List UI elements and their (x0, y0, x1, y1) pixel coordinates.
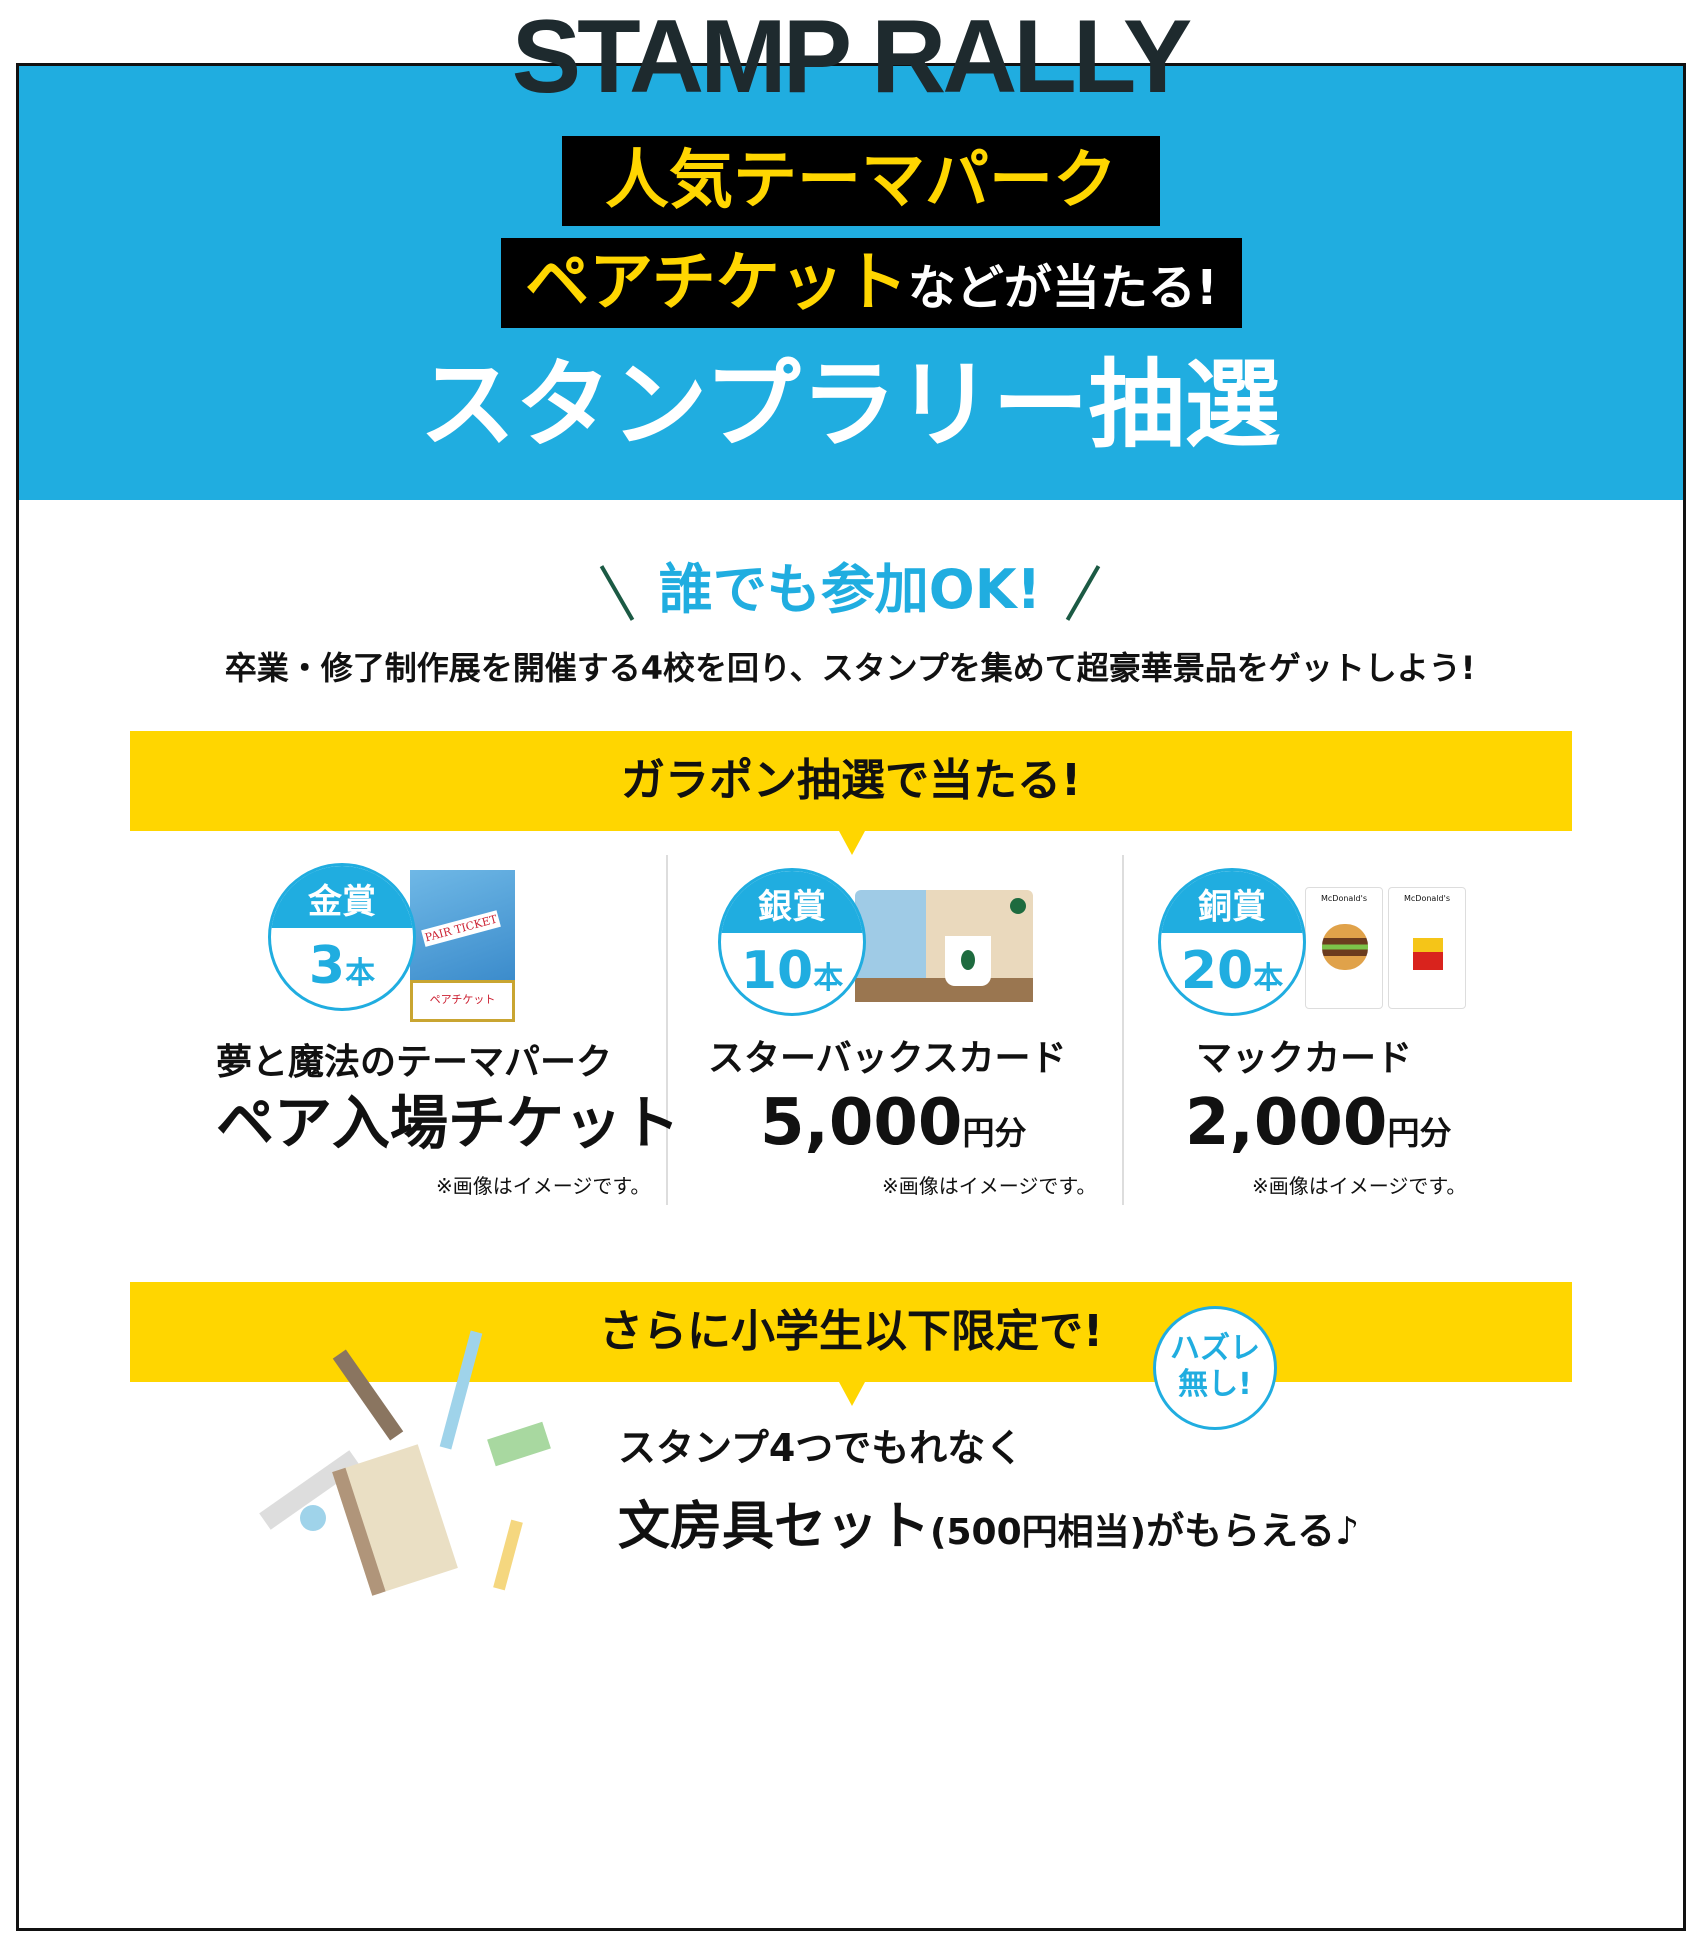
heading-pointer (839, 1382, 865, 1406)
prize-value: ペア入場チケット (216, 1089, 681, 1157)
heading-pointer (839, 831, 865, 855)
eraser-icon (487, 1421, 551, 1467)
crayon-icon (493, 1519, 523, 1591)
image-disclaimer: ※画像はイメージです。 (1252, 1174, 1467, 1198)
kids-heading: さらに小学生以下限定で! (130, 1282, 1572, 1382)
divider (666, 855, 668, 1205)
pencil-icon (332, 1349, 404, 1441)
headline-pair-ticket: ペアチケットなどが当たる! (501, 238, 1242, 328)
page-title: スタンプラリー抽選 (419, 349, 1281, 461)
burger-icon (1322, 924, 1368, 970)
ticket-card: ペアチケット (410, 980, 515, 1022)
fries-icon (1413, 938, 1443, 970)
mac-card-burger-image: McDonald's (1305, 887, 1383, 1009)
image-disclaimer: ※画像はイメージです。 (436, 1174, 651, 1198)
headline-theme-park: 人気テーマパーク (562, 136, 1160, 226)
notebook-icon (332, 1444, 458, 1596)
prize-count: 20本 (1180, 941, 1284, 1001)
mug-icon (945, 936, 991, 986)
lead-text: 卒業・修了制作展を開催する4校を回り、スタンプを集めて超豪華景品をゲットしよう! (224, 649, 1476, 687)
stamp-rally-logo: STAMP RALLY (511, 0, 1192, 115)
pair-ticket-image: PAIR TICKET ペアチケット (410, 870, 515, 1022)
prize-name: スターバックスカード (708, 1038, 1067, 1079)
divider (1122, 855, 1124, 1205)
prize-value: 2,000円分 (1185, 1086, 1452, 1160)
ticket-label: PAIR TICKET (421, 910, 502, 947)
image-disclaimer: ※画像はイメージです。 (882, 1174, 1097, 1198)
clip-icon (300, 1505, 326, 1531)
mac-card-fries-image: McDonald's (1388, 887, 1466, 1009)
lottery-heading: ガラポン抽選で当たる! (130, 731, 1572, 831)
starbucks-logo-icon (1010, 898, 1026, 914)
stationery-illustration (259, 1325, 570, 1605)
table-shape (855, 978, 1033, 1002)
kids-line1: スタンプ4つでもれなく (618, 1426, 1024, 1470)
prize-count: 10本 (740, 941, 844, 1001)
headline-rest: などが当たる! (907, 260, 1218, 316)
prize-name: 夢と魔法のテーマパーク (216, 1042, 613, 1083)
page-frame (16, 63, 1686, 1931)
starbucks-card-image (855, 890, 1033, 1002)
prize-name: マックカード (1196, 1038, 1413, 1079)
left-slash-decoration (599, 565, 635, 622)
right-slash-decoration (1065, 565, 1101, 622)
anyone-ok-text: 誰でも参加OK! (658, 558, 1042, 621)
no-miss-badge: ハズレ無し! (1153, 1306, 1277, 1430)
headline-highlight: ペアチケット (525, 246, 908, 320)
prize-value: 5,000円分 (760, 1086, 1027, 1160)
pen-icon (439, 1330, 483, 1450)
anyone-ok-heading: 誰でも参加OK! (0, 555, 1700, 625)
prize-count: 3本 (308, 936, 376, 996)
kids-line2: 文房具セット(500円相当)がもらえる♪ (618, 1497, 1360, 1557)
